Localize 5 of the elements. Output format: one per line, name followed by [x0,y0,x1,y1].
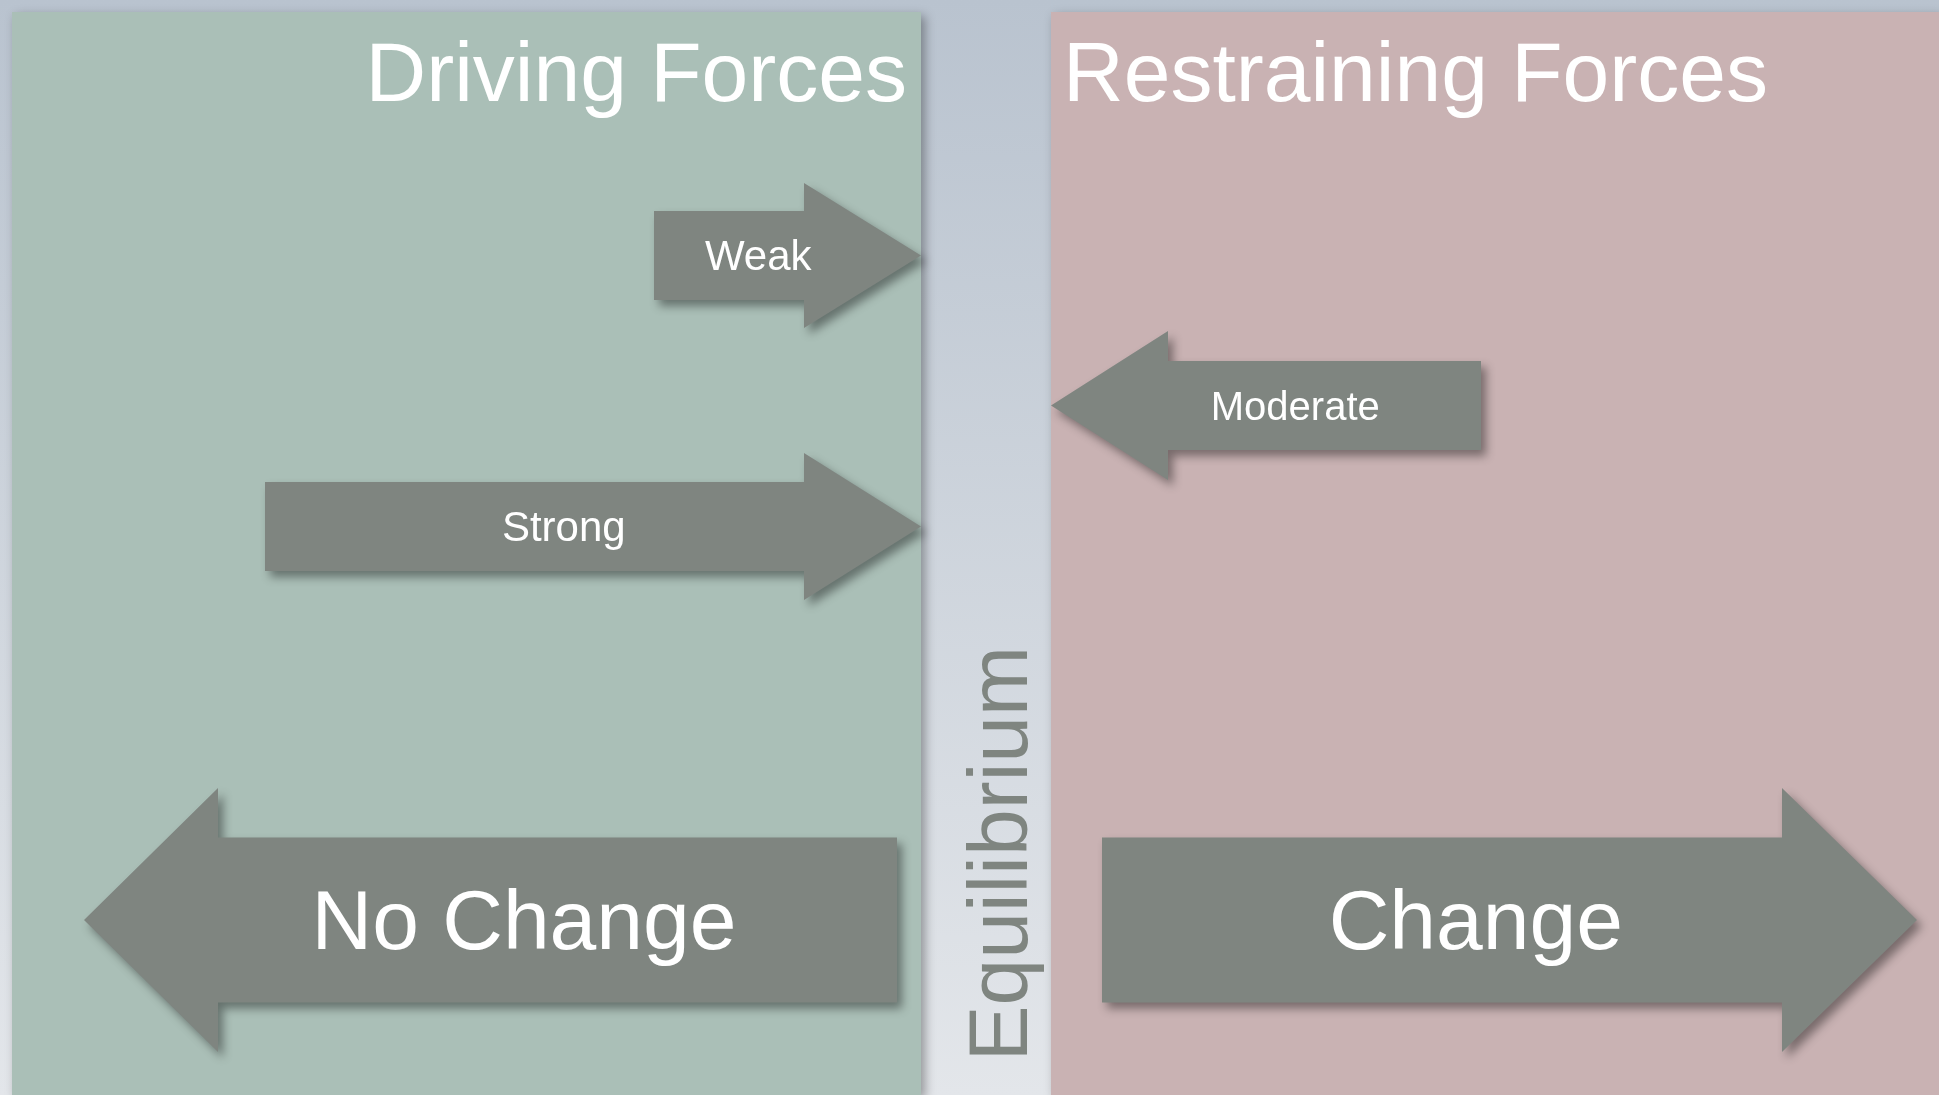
arrow-label: Weak [704,234,812,277]
panel [12,12,921,1095]
arrow-label: Strong [501,505,626,548]
arrow-label: Moderate [1210,385,1380,426]
panel [1051,12,1939,1095]
